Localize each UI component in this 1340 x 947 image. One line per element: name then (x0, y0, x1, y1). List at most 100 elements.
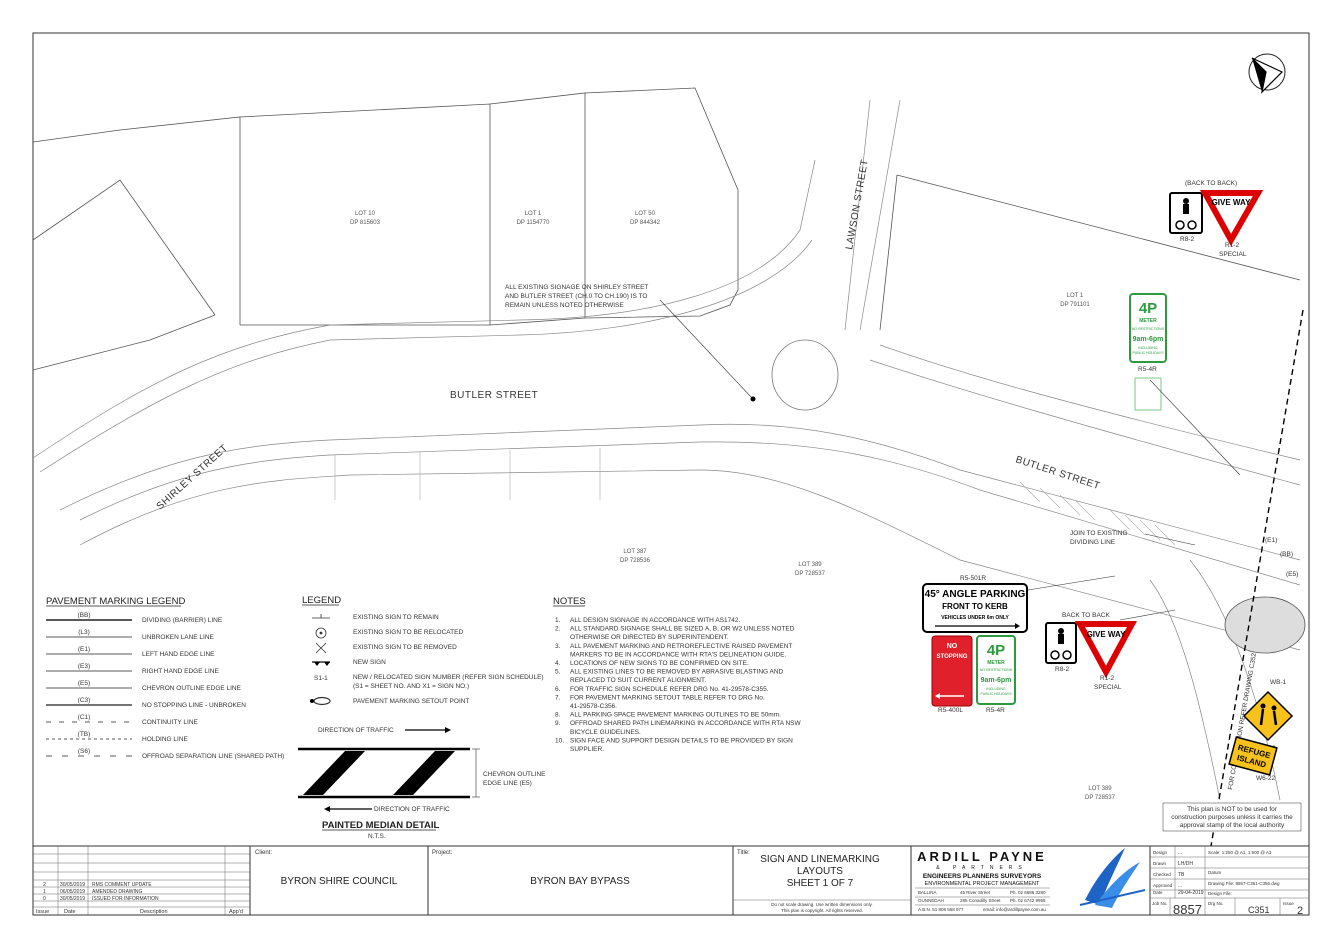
butler-street-label: BUTLER STREET (450, 390, 538, 401)
legend-label: CHEVRON OUTLINE EDGE LINE (142, 685, 242, 692)
svg-text:PUBLIC HOLIDAYS: PUBLIC HOLIDAYS (980, 692, 1012, 696)
note-item: MARKERS TO BE IN ACCORDANCE WITH RTA'S D… (570, 651, 786, 658)
back-to-back-label-mid: BACK TO BACK (1062, 612, 1110, 619)
svg-text:R1-2: R1-2 (1225, 242, 1239, 249)
svg-text:ENVIRONMENTAL PROJECT MANAGEM: ENVIRONMENTAL PROJECT MANAGEMENT (925, 881, 1040, 887)
dp-label: DP 1154770 (517, 220, 550, 226)
svg-text:S1-1: S1-1 (314, 675, 328, 682)
line-code-wb1: WB-1 (1270, 679, 1287, 686)
svg-text:FRONT TO KERB: FRONT TO KERB (942, 602, 1008, 611)
revision-date: 30/05/2019 (60, 882, 85, 888)
company-name: ARDILL PAYNE (917, 849, 1047, 864)
svg-text:construction purposes unless i: construction purposes unless it carries … (1171, 814, 1293, 821)
svg-text:R8-2: R8-2 (1055, 666, 1069, 673)
field-value: 29-04-2019 (1178, 890, 1204, 896)
svg-text:JOIN TO EXISTING: JOIN TO EXISTING (1070, 530, 1128, 537)
lot-label: LOT 389 (798, 562, 822, 568)
give-way-sign-icon: GIVE WAY (1199, 190, 1264, 247)
svg-text:W6-22: W6-22 (1256, 775, 1276, 782)
lot-label: LOT 389 (1088, 786, 1112, 792)
revision-issue: 1 (43, 889, 46, 895)
legend-label: OFFROAD SEPARATION LINE (SHARED PATH) (142, 753, 284, 760)
svg-text:GUNNEDAH: GUNNEDAH (918, 898, 944, 903)
lot-label: LOT 1 (525, 211, 542, 217)
svg-text:LAYOUTS: LAYOUTS (797, 866, 843, 877)
field-label: Approved (1153, 883, 1173, 888)
note-item: OTHERWISE OR DIRECTED BY SUPERINTENDENT. (570, 634, 729, 641)
client-name: BYRON SHIRE COUNCIL (281, 876, 398, 887)
svg-text:R5-400L: R5-400L (938, 707, 963, 714)
legend-label: HOLDING LINE (142, 736, 189, 743)
note-number: 2. (555, 626, 561, 633)
svg-text:PAVEMENT MARKING LEGEND: PAVEMENT MARKING LEGEND (46, 596, 185, 607)
field-value: ... (1178, 883, 1182, 889)
note-item: FOR TRAFFIC SIGN SCHEDULE REFER DRG No. … (570, 686, 769, 693)
legend-code: (E3) (78, 663, 90, 670)
svg-text:LEGEND: LEGEND (302, 595, 341, 606)
svg-text:NOTES: NOTES (553, 596, 586, 607)
note-number: 10. (555, 737, 564, 744)
issue-number: 2 (1297, 905, 1303, 917)
svg-text:285 Conadilly Street: 285 Conadilly Street (960, 898, 1001, 903)
lot-labels: LOT 10 DP 815603 LOT 1 DP 1154770 LOT 50… (350, 211, 1116, 801)
svg-text:REMAIN UNLESS NOTED OTHERWISE: REMAIN UNLESS NOTED OTHERWISE (505, 302, 624, 309)
legend-label: CONTINUITY LINE (142, 719, 199, 726)
shared-path-sign-mid-icon (1045, 622, 1077, 664)
lot-label: LOT 50 (635, 211, 656, 217)
join-callout: JOIN TO EXISTING DIVIDING LINE (1070, 530, 1196, 546)
legend-item: NEW / RELOCATED SIGN NUMBER (REFER SIGN … (353, 674, 544, 681)
svg-text:Ph. 02 6742 9955: Ph. 02 6742 9955 (1010, 898, 1046, 903)
parking-sign-small-icon (1134, 377, 1162, 411)
project-name: BYRON BAY BYPASS (530, 876, 630, 887)
field-label: Checked (1153, 872, 1171, 877)
disclaimer-box: This plan is NOT to be used for construc… (1162, 802, 1302, 832)
svg-text:ALL EXISTING SIGNAGE ON SHIRLE: ALL EXISTING SIGNAGE ON SHIRLEY STREET (505, 284, 648, 291)
svg-text:INCLUDING: INCLUDING (1138, 346, 1158, 350)
svg-text:R5-4R: R5-4R (986, 707, 1005, 714)
legend-item: EXISTING SIGN TO REMAIN (353, 614, 439, 621)
legend-label: LEFT HAND EDGE LINE (142, 651, 215, 658)
revision-date: 30/05/2019 (60, 896, 85, 902)
job-number: 8857 (1173, 902, 1202, 917)
line-code-bb: (BB) (1280, 551, 1293, 558)
note-item: 41-29578-C356. (570, 703, 617, 710)
dp-label: DP 815603 (350, 220, 381, 226)
note-item: SUPPLIER. (570, 746, 604, 753)
north-arrow-icon (1248, 53, 1286, 94)
revision-issue: 2 (43, 882, 46, 888)
legend-item: (S1 = SHEET NO. AND X1 = SIGN NO.) (353, 683, 469, 690)
company-logo-icon (1079, 848, 1146, 908)
signs-top: (BACK TO BACK) R8-2 GIVE WAY R1-2 SPECIA… (1129, 180, 1264, 476)
svg-text:GIVE WAY: GIVE WAY (1212, 198, 1251, 207)
symbol-legend: LEGEND S1-1 EXISTING SIGN TO REMAIN EXIS… (298, 595, 546, 840)
svg-text:Job No.: Job No. (1152, 901, 1168, 906)
legend-code: (E5) (78, 680, 90, 687)
svg-text:A.B.N. 51 808 558 977: A.B.N. 51 808 558 977 (918, 907, 964, 912)
field-label: Date (1153, 890, 1163, 895)
svg-text:4P: 4P (987, 642, 1005, 659)
svg-text:Description: Description (140, 909, 168, 915)
dp-label: DP 728536 (620, 558, 651, 564)
note-number: 3. (555, 643, 561, 650)
svg-text:VEHICLES UNDER 6m ONLY: VEHICLES UNDER 6m ONLY (941, 615, 1009, 621)
svg-text:STOPPING: STOPPING (937, 654, 968, 660)
drawing-title: SIGN AND LINEMARKING (760, 854, 880, 865)
svg-text:ENGINEERS PLANNERS SURVEYORS: ENGINEERS PLANNERS SURVEYORS (923, 873, 1042, 880)
dp-label: DP 791101 (1060, 302, 1090, 308)
svg-text:BALLINA: BALLINA (918, 890, 937, 895)
note-item: ALL STANDARD SIGNAGE SHALL BE SIZED A, B… (570, 626, 795, 633)
note-number: 4. (555, 660, 561, 667)
line-code-e5: (E5) (1286, 571, 1298, 578)
line-code-e1: (E1) (1265, 537, 1277, 544)
pavement-marking-legend: PAVEMENT MARKING LEGEND (BB)DIVIDING (BA… (46, 596, 284, 760)
svg-text:email: info@ardillpayne.com.au: email: info@ardillpayne.com.au (983, 907, 1046, 912)
svg-text:4P: 4P (1139, 300, 1157, 317)
svg-text:App'd: App'd (229, 909, 243, 915)
drawing-number: C351 (1248, 905, 1270, 915)
note-item: ALL PARKING SPACE PAVEMENT MARKING OUTLI… (570, 712, 781, 719)
svg-text:METER: METER (1139, 318, 1157, 324)
field-value: TB (1178, 872, 1185, 878)
svg-text:Ph. 02 6686 3280: Ph. 02 6686 3280 (1010, 890, 1046, 895)
note-number: 8. (555, 712, 561, 719)
